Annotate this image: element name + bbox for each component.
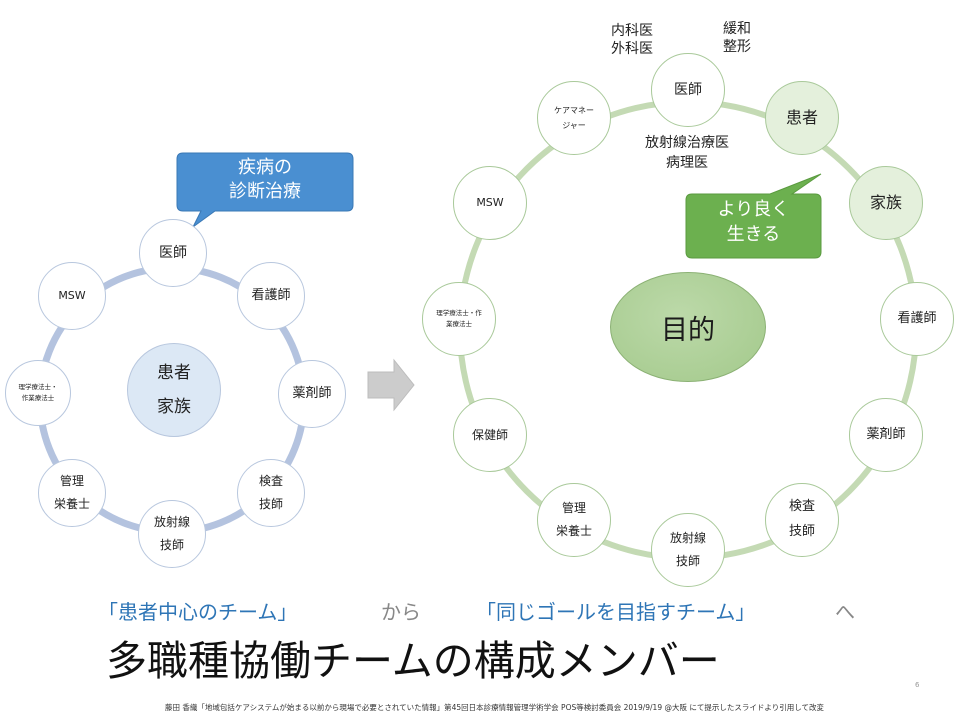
page-number: 6 xyxy=(915,681,920,689)
patient-family-center: 患者 家族 xyxy=(127,343,221,437)
node-label: MSW xyxy=(476,195,504,209)
node-label: 管理 xyxy=(561,501,586,516)
left-node-nurse: 看護師 xyxy=(237,262,305,330)
center-label: 患者 xyxy=(157,363,191,383)
right-node-radiology-technician: 放射線 技師 xyxy=(651,513,725,587)
right-node-dietitian: 管理 栄養士 xyxy=(537,483,611,557)
phrase-he: へ xyxy=(835,600,855,624)
node-label: 理学療法士・ xyxy=(18,382,58,391)
annotation-line: 整形 xyxy=(723,39,751,55)
blue-callout-shape xyxy=(176,152,354,228)
left-node-msw: MSW xyxy=(38,262,106,330)
callout-line: 疾病の xyxy=(238,157,292,178)
right-node-family: 家族 xyxy=(849,166,923,240)
goal-ellipse: 目的 xyxy=(610,272,766,382)
left-node-therapist: 理学療法士・ 作業療法士 xyxy=(5,360,71,426)
slide-title: 多職種協働チームの構成メンバー xyxy=(106,637,720,685)
left-node-radiology-technician: 放射線 技師 xyxy=(138,500,206,568)
right-node-care-manager: ケアマネー ジャー xyxy=(537,81,611,155)
node-label: 医師 xyxy=(674,81,702,98)
node-label: 技師 xyxy=(159,538,184,552)
annotation-radiology-pathology: 放射線治療医 病理医 xyxy=(632,133,742,173)
green-callout-text: より良く 生きる xyxy=(686,197,821,247)
right-node-nurse: 看護師 xyxy=(880,282,954,356)
node-label: 放射線 xyxy=(669,531,706,546)
node-label: 薬剤師 xyxy=(292,385,332,401)
node-label: 技師 xyxy=(258,497,283,511)
right-node-patient: 患者 xyxy=(765,81,839,155)
right-node-therapist: 理学療法士・作 業療法士 xyxy=(422,282,496,356)
annotation-line: 内科医 xyxy=(611,23,653,39)
node-label: 作業療法士 xyxy=(21,394,55,402)
blue-callout-text: 疾病の 診断治療 xyxy=(177,156,353,204)
right-node-lab-technician: 検査 技師 xyxy=(765,483,839,557)
callout-line: より良く xyxy=(717,199,790,220)
node-label: MSW xyxy=(58,288,86,302)
annotation-internal-surgical: 内科医 外科医 xyxy=(602,22,662,58)
center-label: 家族 xyxy=(157,397,191,417)
node-label: 保健師 xyxy=(471,427,508,442)
node-label: 家族 xyxy=(869,192,902,212)
node-label: 放射線 xyxy=(153,515,190,530)
left-node-pharmacist: 薬剤師 xyxy=(278,360,346,428)
right-node-msw: MSW xyxy=(453,166,527,240)
node-label: 技師 xyxy=(675,554,700,568)
phrase-patient-centered: 「患者中心のチーム」 xyxy=(98,600,298,624)
node-label: ケアマネー xyxy=(554,105,594,115)
left-node-dietitian: 管理 栄養士 xyxy=(38,459,106,527)
annotation-line: 放射線治療医 xyxy=(645,135,729,151)
transition-arrow xyxy=(367,358,415,412)
node-label: 理学療法士・作 xyxy=(436,308,482,317)
node-label: 栄養士 xyxy=(555,524,592,538)
annotation-line: 緩和 xyxy=(723,21,751,37)
phrase-kara: から xyxy=(381,600,421,624)
phrase-same-goal: 「同じゴールを目指すチーム」 xyxy=(476,600,756,624)
annotation-line: 外科医 xyxy=(611,41,653,57)
node-label: 技師 xyxy=(788,524,815,539)
node-label: 栄養士 xyxy=(53,497,90,511)
node-label: 医師 xyxy=(159,244,187,261)
source-citation: 藤田 香織「地域包括ケアシステムが始まる以前から現場で必要とされていた情報」第4… xyxy=(165,703,824,712)
node-label: ジャー xyxy=(562,121,586,130)
right-node-pharmacist: 薬剤師 xyxy=(849,398,923,472)
left-node-lab-technician: 検査 技師 xyxy=(237,459,305,527)
node-label: 検査 xyxy=(788,499,815,515)
annotation-palliative-orthopedic: 緩和 整形 xyxy=(712,20,762,56)
node-label: 患者 xyxy=(785,107,818,127)
left-node-doctor: 医師 xyxy=(139,219,207,287)
right-node-public-health-nurse: 保健師 xyxy=(453,398,527,472)
node-label: 管理 xyxy=(59,474,84,489)
node-label: 薬剤師 xyxy=(866,426,906,442)
callout-line: 生きる xyxy=(726,224,781,245)
goal-label: 目的 xyxy=(661,314,715,346)
green-callout-shape xyxy=(685,173,822,259)
annotation-line: 病理医 xyxy=(666,155,708,171)
node-label: 看護師 xyxy=(897,310,937,326)
node-label: 業療法士 xyxy=(446,320,472,328)
callout-line: 診断治療 xyxy=(229,181,301,202)
node-label: 検査 xyxy=(258,474,283,489)
node-label: 看護師 xyxy=(251,287,291,303)
right-node-doctor: 医師 xyxy=(651,53,725,127)
